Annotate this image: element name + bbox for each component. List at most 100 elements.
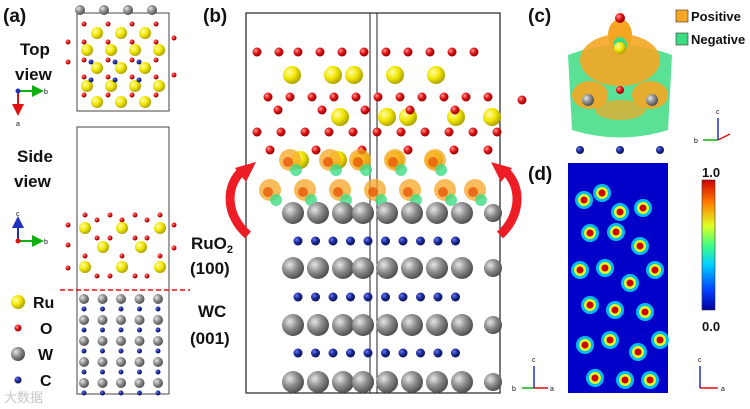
panel-d: (d) 1.0 0.0 c b a c a — [512, 163, 725, 393]
w-atom — [134, 357, 145, 367]
positive-lobe-core — [438, 187, 448, 197]
o-atom — [461, 92, 471, 102]
w-atom — [97, 315, 108, 325]
o-atom — [483, 145, 493, 155]
c-atom — [451, 348, 460, 358]
w-atom — [116, 294, 126, 304]
w-atom — [153, 336, 163, 346]
charge-density-isosurface — [259, 149, 487, 206]
legend-o-label: O — [40, 321, 52, 338]
c-atom — [381, 292, 390, 302]
w-atom — [352, 202, 374, 224]
c-atom — [381, 348, 390, 358]
c-atom — [398, 236, 408, 246]
o-atom — [265, 145, 275, 155]
o-atom — [317, 105, 327, 115]
w-atom — [426, 257, 448, 279]
o-atom — [252, 127, 262, 137]
o-atom — [492, 127, 502, 137]
ru-atom — [378, 108, 396, 126]
w-atom — [332, 202, 354, 224]
negative-lobe — [360, 164, 372, 176]
panel-c-label: (c) — [528, 6, 551, 27]
top-view-cell — [76, 12, 170, 112]
c-atom — [155, 369, 161, 375]
o-atom — [483, 92, 493, 102]
elf-core — [581, 341, 589, 349]
legend-c-swatch — [14, 376, 22, 384]
o-atom — [324, 127, 334, 137]
w-atom — [153, 357, 163, 367]
ru-atom — [483, 108, 501, 126]
negative-lobe — [290, 164, 302, 176]
o-atom — [348, 127, 358, 137]
elf-core — [651, 266, 659, 274]
o-atom — [444, 127, 454, 137]
o-atom — [403, 47, 413, 57]
w-atom — [116, 378, 126, 388]
w-atom — [332, 257, 354, 279]
w-atom — [134, 336, 145, 346]
w-atom — [376, 202, 398, 224]
c-atom — [363, 292, 373, 302]
o-atom — [311, 145, 321, 155]
w-atom — [282, 371, 304, 393]
c-atom — [293, 292, 303, 302]
positive-lobe-core — [353, 157, 363, 167]
negative-lobe — [445, 194, 457, 206]
w-atom — [79, 294, 89, 304]
w-atom — [401, 314, 423, 336]
panel-c-isosurface — [568, 13, 672, 154]
w-atom — [332, 314, 354, 336]
negative-lobe — [475, 194, 487, 206]
wc-atoms — [282, 202, 502, 393]
elf-core — [639, 204, 647, 212]
c-atom — [155, 306, 161, 312]
wc-label: WC — [198, 302, 226, 321]
w-atom — [79, 357, 89, 367]
w-atom — [153, 378, 163, 388]
w-atom — [134, 378, 145, 388]
c-atom — [81, 348, 87, 354]
charge-transfer-arrow-left — [225, 166, 252, 239]
c-atom — [155, 348, 161, 354]
positive-swatch — [675, 9, 689, 23]
top-view-label-line2: view — [15, 65, 53, 84]
o-atom — [381, 47, 391, 57]
w-atom — [352, 371, 374, 393]
ruo2-facet-label: (100) — [190, 259, 230, 278]
o-atom — [252, 47, 262, 57]
c-atom — [398, 348, 408, 358]
side-view-cell — [76, 126, 170, 395]
elf-core — [606, 336, 614, 344]
c-atom — [346, 236, 355, 246]
c-atom — [451, 236, 460, 246]
w-atom — [451, 371, 473, 393]
elf-core — [612, 228, 620, 236]
c-atom — [118, 306, 124, 312]
elf-core — [656, 336, 664, 344]
c-atom — [433, 236, 443, 246]
w-atom — [134, 315, 145, 325]
ru-atom — [427, 66, 445, 84]
side-view-label-line1: Side — [17, 147, 53, 166]
w-atom — [484, 204, 502, 222]
positive-lobe-core — [298, 187, 308, 197]
o-atom — [372, 127, 382, 137]
w-atom — [376, 314, 398, 336]
colorbar — [701, 179, 716, 311]
elf-map-features — [571, 184, 669, 389]
positive-lobe-core — [333, 187, 343, 197]
elf-core — [641, 308, 649, 316]
c-atom — [118, 348, 124, 354]
c-atom — [137, 327, 142, 333]
w-atom — [97, 336, 108, 346]
legend-ru-swatch — [11, 295, 25, 309]
elf-core — [611, 306, 619, 314]
c-atom — [363, 236, 373, 246]
positive-label: Positive — [691, 9, 741, 24]
charge-transfer-arrow-right — [496, 166, 522, 239]
legend-c-label: C — [40, 373, 52, 390]
ru-atom — [331, 108, 349, 126]
negative-lobe — [330, 164, 342, 176]
